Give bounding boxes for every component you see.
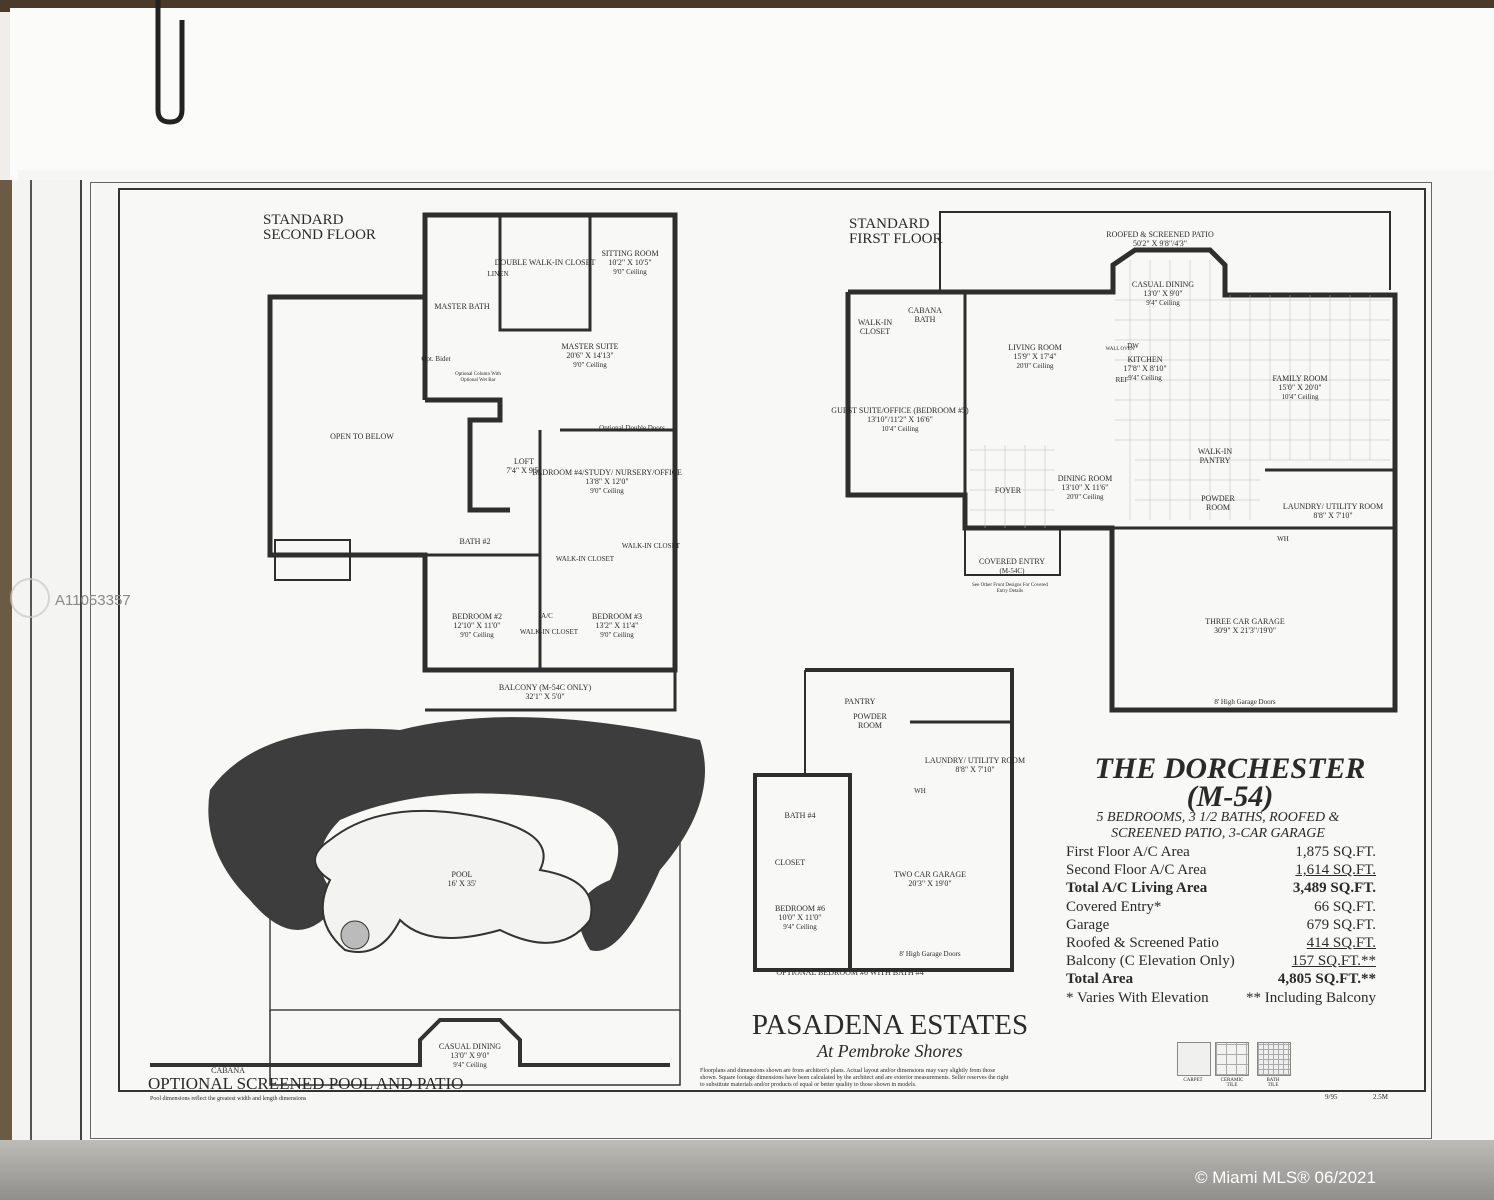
print-run: 2.5M xyxy=(1373,1093,1388,1101)
community-subtitle: At Pembroke Shores xyxy=(817,1041,963,1061)
room-label: BATH #4 xyxy=(784,811,816,820)
pool-note: Pool dimensions reflect the greatest wid… xyxy=(150,1096,307,1102)
plan-note: WALK-IN CLOSET xyxy=(621,542,681,550)
model-summary: 5 BEDROOMS, 3 1/2 BATHS, ROOFED &SCREENE… xyxy=(1096,810,1340,841)
paper-clip xyxy=(155,0,185,125)
pool-landscape xyxy=(150,717,705,1086)
pool-title: OPTIONAL SCREENED POOL AND PATIO xyxy=(148,1074,464,1093)
area-row: Balcony (C Elevation Only)157 SQ.FT.** xyxy=(1066,953,1376,970)
ceramic-tile-swatch xyxy=(1215,1042,1249,1076)
stacked-paper-edges xyxy=(0,180,95,1140)
plan-note: 8' High Garage Doors xyxy=(1214,698,1276,706)
plan-note: WALL OVEN xyxy=(1105,347,1135,352)
plan-note: REF xyxy=(1115,376,1129,384)
room-label: CLOSET xyxy=(774,858,806,867)
plan-note: A/C xyxy=(541,612,553,620)
community-name: PASADENA ESTATES xyxy=(751,1009,1029,1041)
carpet-swatch xyxy=(1177,1042,1211,1076)
plan-note: 8' High Garage Doors xyxy=(899,950,961,958)
tile-grid xyxy=(970,260,1390,528)
room-label: PANTRY xyxy=(844,697,876,706)
room-label: OPEN TO BELOW xyxy=(330,432,394,441)
room-label: GUEST SUITE/OFFICE (BEDROOM #5)13'10"/11… xyxy=(831,406,969,433)
first-floor-walls xyxy=(845,211,1398,713)
paper-sheet-top xyxy=(10,8,1494,198)
print-code: 9/95 xyxy=(1325,1093,1338,1101)
plan-note: WALK-IN CLOSET xyxy=(555,555,615,563)
plan-note: Opt. Bidet xyxy=(421,355,451,363)
room-label: MASTER BATH xyxy=(434,302,490,311)
plan-note: DW xyxy=(1127,342,1139,350)
room-label: DOUBLE WALK-IN CLOSET xyxy=(494,258,596,267)
room-label: COVERED ENTRY(M-54C) xyxy=(979,557,1045,575)
plan-note: See Other Front Designs For Covered Entr… xyxy=(972,583,1048,594)
copyright-watermark: © Miami MLS® 06/2021 xyxy=(1195,1168,1376,1187)
plan-note: WH xyxy=(1277,535,1289,543)
bath-tile-swatch xyxy=(1257,1042,1291,1076)
optional-bedroom-walls xyxy=(753,668,1014,972)
footnotes: * Varies With Elevation** Including Balc… xyxy=(1066,989,1376,1006)
table-surface xyxy=(0,1140,1494,1200)
plan-note: Optional Double Doors xyxy=(599,424,665,432)
mls-listing-id: A11053357 xyxy=(55,592,131,609)
plan-note: LINEN xyxy=(487,270,509,278)
room-label: CABANA xyxy=(211,1066,245,1075)
plan-note: WALK-IN CLOSET xyxy=(519,628,579,636)
area-row: Covered Entry*66 SQ.FT. xyxy=(1066,898,1376,915)
room-label: BATH #2 xyxy=(459,537,491,546)
legend-label: BATH TILE xyxy=(1266,1078,1280,1088)
room-label: BALCONY (M-54C ONLY)32'1" X 5'0" xyxy=(498,683,592,701)
disclaimer: Floorplans and dimensions shown are from… xyxy=(700,1068,1009,1088)
legend-label: CERAMIC TILE xyxy=(1220,1078,1244,1088)
room-label: CABANA BATH xyxy=(908,306,942,324)
document-outer-border xyxy=(90,182,1432,1139)
room-label: POWDER ROOM xyxy=(853,712,887,730)
room-label: FOYER xyxy=(994,486,1022,495)
mls-logo-icon xyxy=(10,578,50,618)
plan-caption: OPTIONAL BEDROOM #6 WITH BATH #4 xyxy=(776,968,924,977)
room-label: WALK-IN PANTRY xyxy=(1197,447,1233,465)
second-floor-walls xyxy=(267,212,678,712)
plan-note: WH xyxy=(914,787,926,795)
room-label: WALK-IN CLOSET xyxy=(857,318,893,336)
model-title: THE DORCHESTER(M-54) xyxy=(1094,752,1366,813)
plan-note: Optional Column With Optional Wet Bar xyxy=(455,372,501,383)
legend-label: CARPET xyxy=(1183,1078,1203,1083)
room-label: POWDER ROOM xyxy=(1201,494,1235,512)
